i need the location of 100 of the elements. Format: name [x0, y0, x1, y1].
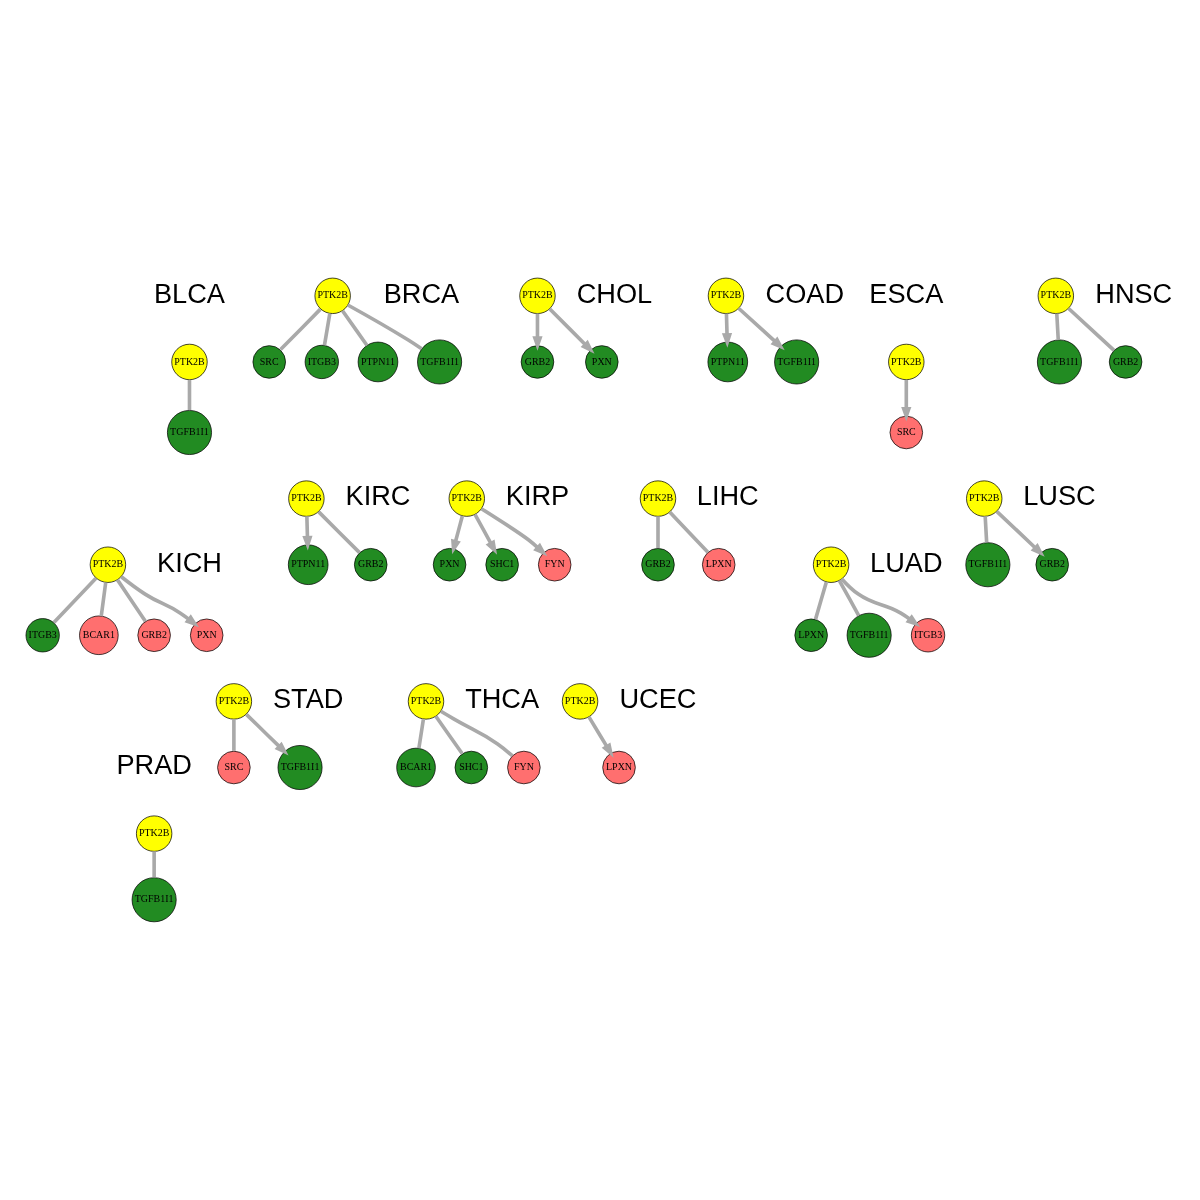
- node-circle: PTK2B: [171, 343, 208, 381]
- node-circle: PTK2B: [89, 546, 127, 583]
- node-circle: TGFB1I1: [167, 410, 212, 455]
- node-circle: PXN: [585, 345, 619, 379]
- node-circle: PTK2B: [888, 343, 925, 381]
- arrow: [995, 510, 1045, 557]
- connector: [1067, 307, 1116, 352]
- node-circle: TGFB1I1: [1037, 339, 1082, 385]
- node-circle: PXN: [432, 548, 467, 582]
- node-circle: SRC: [217, 750, 251, 785]
- connector: [322, 313, 332, 346]
- node-circle: ITGB3: [911, 618, 946, 653]
- node-circle: GRB2: [354, 548, 388, 582]
- label: THCA: [465, 683, 540, 715]
- node-circle: SHC1: [454, 750, 488, 785]
- connector: [983, 516, 989, 543]
- connector: [668, 510, 710, 554]
- node-circle: PTPN11: [287, 544, 329, 585]
- node-circle: LPXN: [702, 548, 736, 582]
- label: KIRC: [345, 480, 411, 512]
- arrow: [451, 515, 465, 555]
- connector: [346, 303, 423, 351]
- connector: [317, 510, 361, 554]
- label: LUAD: [870, 546, 943, 578]
- connector: [99, 582, 108, 617]
- connector: [232, 719, 236, 751]
- node-circle: ITGB3: [304, 344, 339, 379]
- node-circle: GRB2: [520, 345, 555, 379]
- node-circle: GRB2: [641, 548, 675, 582]
- node-circle: PTK2B: [215, 683, 252, 720]
- connector: [434, 715, 464, 755]
- label: BLCA: [153, 277, 225, 309]
- connector: [656, 516, 660, 549]
- connector: [187, 379, 192, 411]
- connector: [279, 307, 322, 351]
- label: KIRP: [505, 480, 570, 512]
- label: LUSC: [1023, 480, 1096, 512]
- label: CHOL: [576, 277, 653, 309]
- label: HNSC: [1095, 277, 1173, 309]
- node-circle: PTK2B: [407, 683, 445, 720]
- arrow: [840, 577, 921, 628]
- arrow: [721, 313, 733, 348]
- connector: [341, 309, 369, 347]
- connector: [417, 718, 426, 749]
- node-circle: PTK2B: [966, 480, 1003, 517]
- label: UCEC: [619, 683, 697, 715]
- node-circle: BCAR1: [396, 747, 436, 788]
- node-circle: PXN: [190, 618, 224, 652]
- node-circle: GRB2: [137, 618, 171, 652]
- label: LIHC: [696, 480, 759, 512]
- node-circle: TGFB1I1: [965, 542, 1011, 588]
- arrow: [480, 507, 548, 557]
- arrow: [587, 715, 614, 758]
- label: PRAD: [116, 749, 192, 781]
- label: STAD: [272, 683, 344, 715]
- node-circle: SRC: [252, 345, 286, 379]
- node-circle: PTPN11: [357, 341, 399, 383]
- arrow: [120, 575, 200, 628]
- node-circle: PTPN11: [707, 341, 748, 383]
- node-circle: PTK2B: [707, 277, 745, 314]
- node-circle: PTK2B: [1037, 277, 1074, 314]
- node-circle: GRB2: [1108, 345, 1143, 379]
- connector: [116, 578, 147, 623]
- arrow: [532, 313, 543, 351]
- arrow: [901, 379, 912, 422]
- node-circle: LPXN: [602, 750, 636, 785]
- arrow: [737, 306, 785, 351]
- node-circle: SHC1: [485, 548, 519, 582]
- node-circle: GRB2: [1035, 548, 1069, 582]
- arrow: [548, 307, 595, 354]
- connector: [439, 709, 514, 758]
- label: COAD: [765, 277, 845, 309]
- node-circle: TGFB1I1: [846, 612, 892, 658]
- node-circle: TGFB1I1: [131, 877, 177, 923]
- node-circle: ITGB3: [25, 618, 60, 653]
- connector: [52, 577, 98, 624]
- connector: [813, 581, 829, 620]
- node-circle: PTK2B: [519, 277, 556, 314]
- node-circle: PTK2B: [639, 480, 677, 517]
- label: BRCA: [383, 277, 460, 309]
- connector: [152, 851, 156, 878]
- node-circle: FYN: [507, 750, 541, 785]
- connector: [1054, 313, 1061, 340]
- arrow: [245, 713, 289, 756]
- label: ESCA: [869, 277, 944, 309]
- node-circle: LPXN: [794, 618, 828, 652]
- arrow: [473, 513, 498, 555]
- connector: [837, 579, 861, 617]
- node-circle: PTK2B: [561, 683, 599, 720]
- node-circle: BCAR1: [79, 615, 119, 655]
- node-circle: PTK2B: [136, 815, 173, 852]
- node-circle: PTK2B: [813, 546, 850, 583]
- node-circle: TGFB1I1: [417, 339, 463, 385]
- node-circle: PTK2B: [288, 480, 325, 517]
- node-circle: TGFB1I1: [774, 339, 820, 385]
- node-circle: SRC: [889, 415, 923, 450]
- node-circle: PTK2B: [448, 480, 485, 517]
- node-circle: FYN: [538, 548, 572, 582]
- node-circle: TGFB1I1: [277, 745, 323, 790]
- node-circle: PTK2B: [314, 277, 351, 314]
